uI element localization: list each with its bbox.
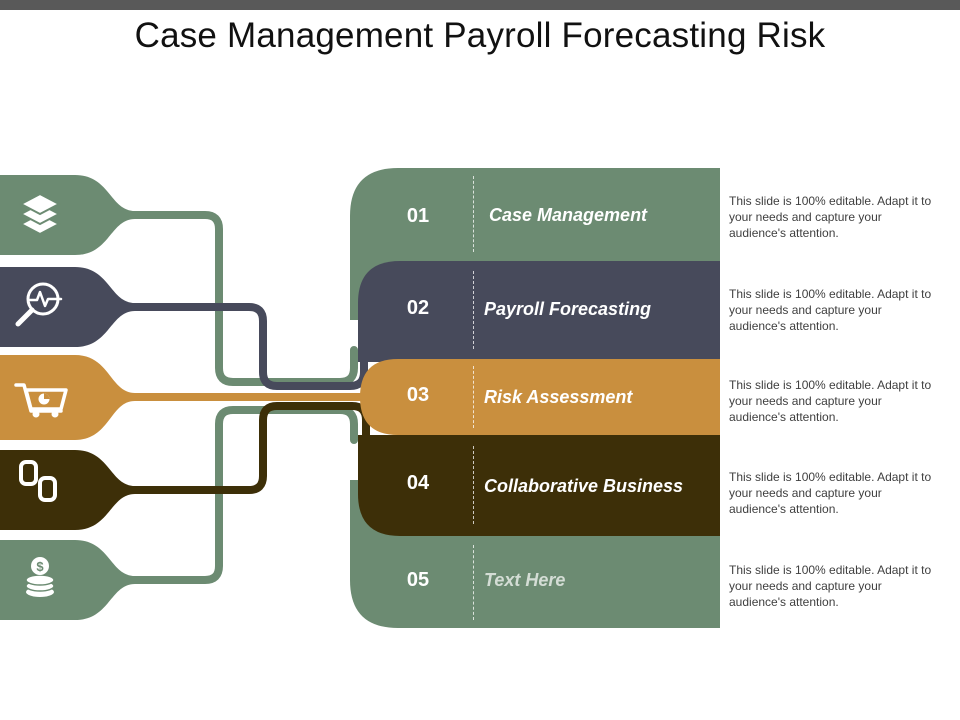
item-description-05: This slide is 100% editable. Adapt it to… (729, 563, 932, 609)
item-number-03: 03 (406, 384, 430, 406)
chain-link-icon (19, 460, 57, 502)
tab-1 (0, 175, 135, 255)
divider-1 (473, 176, 474, 252)
block-2 (358, 261, 720, 362)
item-number-05: 05 (406, 569, 430, 591)
connector-4 (116, 402, 370, 494)
item-label-03: Risk Assessment (484, 387, 633, 407)
divider-5 (473, 545, 474, 620)
divider-2 (473, 271, 474, 349)
item-description-04: This slide is 100% editable. Adapt it to… (729, 470, 932, 516)
item-number-02: 02 (406, 297, 430, 319)
icon-tabs (0, 175, 135, 620)
tab-2 (0, 267, 135, 347)
block-3 (360, 359, 720, 435)
divider-3 (473, 366, 474, 428)
coins-icon: $ (25, 557, 55, 597)
layers-icon (18, 192, 62, 236)
search-pulse-icon (15, 282, 63, 327)
divider-4 (473, 446, 474, 524)
content-blocks (350, 168, 720, 628)
item-number-01: 01 (406, 205, 430, 227)
item-label-01: Case Management (489, 205, 648, 225)
tab-5 (0, 540, 135, 620)
item-description-02: This slide is 100% editable. Adapt it to… (729, 287, 932, 333)
item-label-02: Payroll Forecasting (484, 299, 652, 319)
item-description-03: This slide is 100% editable. Adapt it to… (729, 378, 932, 424)
item-label-05: Text Here (484, 570, 566, 590)
page-title: Case Management Payroll Forecasting Risk (134, 16, 826, 55)
tab-4 (0, 450, 135, 530)
connectors (116, 211, 370, 584)
cart-chart-icon (14, 383, 68, 418)
item-description-01: This slide is 100% editable. Adapt it to… (729, 194, 932, 240)
connector-2 (116, 303, 368, 390)
connector-5 (116, 406, 358, 584)
item-label-04: Collaborative Business (484, 476, 684, 496)
block-4 (358, 435, 720, 536)
tab-3 (0, 355, 135, 440)
connector-1 (116, 211, 358, 386)
item-number-04: 04 (406, 472, 430, 494)
top-bar (0, 0, 960, 10)
svg-text:$: $ (36, 559, 44, 574)
